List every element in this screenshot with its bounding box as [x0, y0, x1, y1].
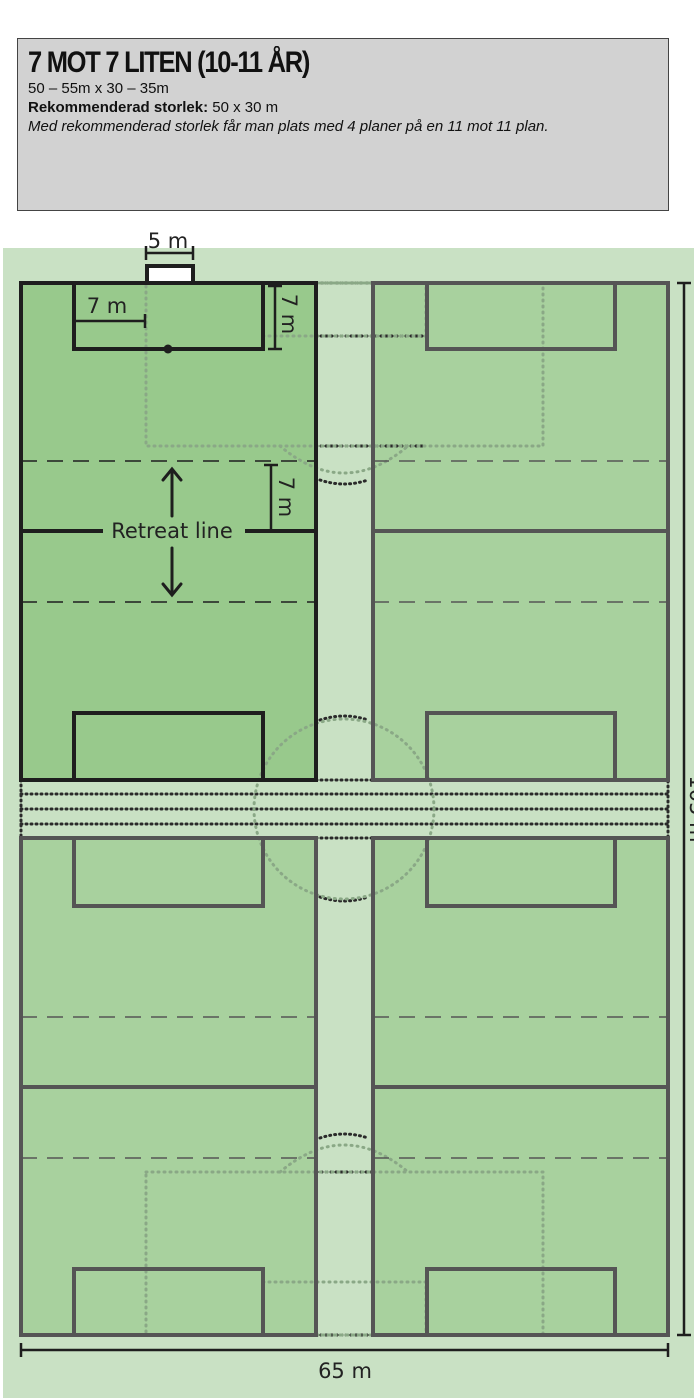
goal — [145, 264, 195, 285]
penalty-spot — [163, 344, 173, 354]
area-depth-dimension — [268, 284, 282, 351]
retreat-line-arrows — [161, 466, 183, 598]
recommended-value: 50 x 30 m — [208, 99, 279, 116]
retreat-line-label: Retreat line — [111, 519, 233, 543]
info-box: 7 MOT 7 LITEN (10-11 ÅR) 50 – 55m x 30 –… — [17, 38, 669, 211]
format-title: 7 MOT 7 LITEN (10-11 ÅR) — [28, 46, 310, 79]
retreat-offset-dimension — [264, 463, 278, 529]
recommended-label: Rekommenderad storlek: — [28, 99, 209, 116]
area-width-dimension — [74, 314, 147, 328]
pitch-top-right-markings — [371, 281, 670, 782]
pitch-bottom-right-markings — [371, 836, 670, 1337]
layout-note: Med rekommenderad storlek får man plats … — [28, 118, 549, 135]
total-length-dimension — [677, 281, 691, 1337]
retreat-offset-label: 7 m — [274, 477, 298, 518]
recommended-size: Rekommenderad storlek: 50 x 30 m — [28, 98, 658, 117]
area-depth-label: 7 m — [277, 294, 301, 335]
goal-width-dimension — [144, 246, 195, 260]
total-width-label: 65 m — [318, 1359, 372, 1383]
goal-width-label: 5 m — [148, 229, 189, 253]
total-length-label: 105 m — [685, 775, 694, 842]
area-width-label: 7 m — [87, 294, 128, 318]
other-pitches-dashed-lines — [21, 460, 668, 1159]
full-size-pitch-markings — [144, 281, 545, 1337]
pitch-top-left-dashed-lines — [21, 460, 316, 603]
pitch-bottom-left-markings — [19, 836, 318, 1337]
total-width-dimension — [19, 1343, 670, 1357]
dimension-range: 50 – 55m x 30 – 35m — [28, 80, 169, 97]
